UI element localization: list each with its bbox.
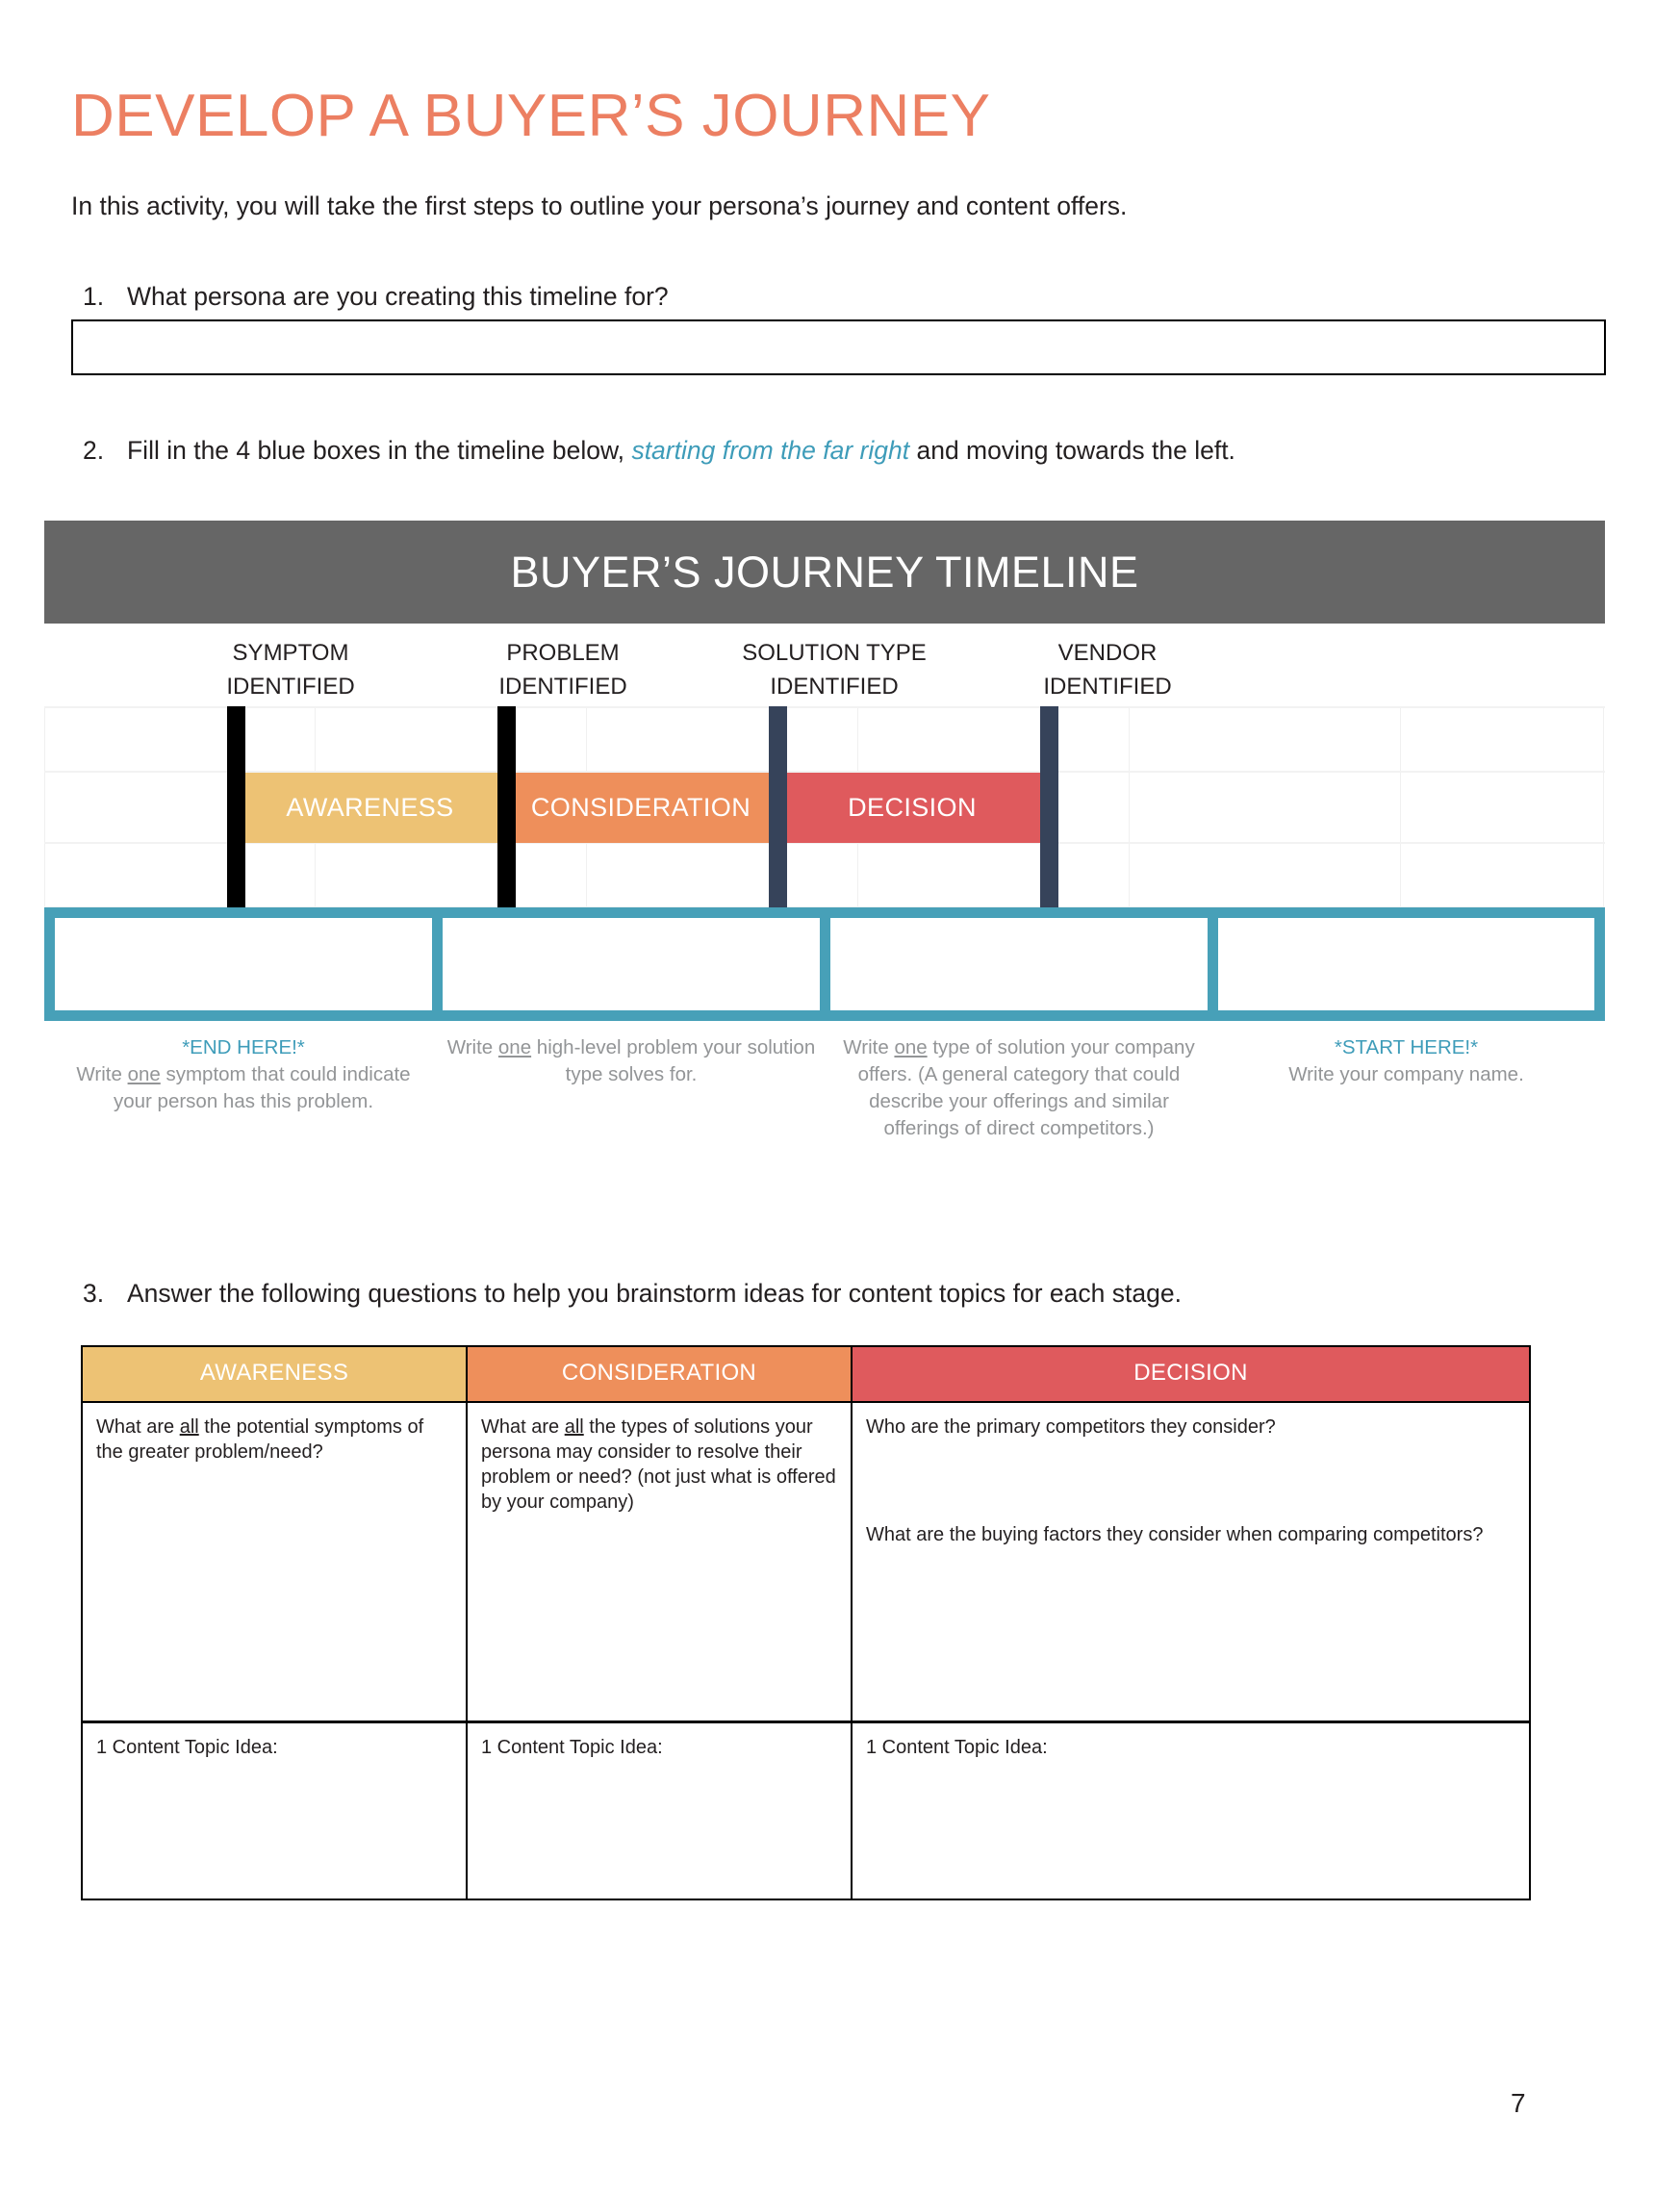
table-idea-row: 1 Content Topic Idea: 1 Content Topic Id… (83, 1720, 1529, 1899)
consideration-question-underline: all (564, 1416, 584, 1438)
table-cell-decision-question[interactable]: Who are the primary competitors they con… (853, 1403, 1529, 1720)
question-3-text: Answer the following questions to help y… (127, 1279, 1182, 1308)
caption-problem-b: high-level problem your solution type so… (531, 1036, 816, 1085)
table-cell-consideration-idea[interactable]: 1 Content Topic Idea: (468, 1723, 853, 1899)
milestone-label-solution-type: SOLUTION TYPE IDENTIFIED (742, 640, 927, 700)
question-2-number: 2. (83, 436, 105, 465)
caption-solution-a: Write (843, 1036, 895, 1058)
intro-text: In this activity, you will take the firs… (71, 191, 1128, 220)
timeline-plot-area: AWARENESS CONSIDERATION DECISION (44, 706, 1605, 908)
caption-vendor: *START HERE!* Write your company name. (1218, 1034, 1594, 1088)
question-3: 3. Answer the following questions to help… (83, 1278, 1182, 1309)
milestone-label-problem: PROBLEM IDENTIFIED (498, 640, 627, 700)
milestone-marker-vendor-stub (1040, 882, 1058, 907)
timeline-captions: *END HERE!* Write one symptom that could… (44, 1021, 1605, 1175)
timeline-input-vendor[interactable] (1218, 918, 1594, 1010)
question-2-emphasis: starting from the far right (631, 436, 910, 465)
gridline-vertical (44, 706, 45, 908)
gridline-horizontal (44, 771, 1605, 773)
timeline-milestone-labels: SYMPTOM IDENTIFIED PROBLEM IDENTIFIED SO… (44, 636, 1605, 706)
stage-bar-consideration: CONSIDERATION (505, 773, 776, 843)
caption-solution-type: Write one type of solution your company … (830, 1034, 1208, 1142)
caption-symptom-underline: one (127, 1063, 161, 1085)
table-header-awareness: AWARENESS (83, 1347, 468, 1401)
caption-solution-extra: (A general category that could describe … (869, 1063, 1181, 1139)
timeline-header-title: BUYER’S JOURNEY TIMELINE (510, 547, 1139, 597)
milestone-marker-solution-type (769, 706, 787, 908)
milestone-marker-symptom (227, 706, 245, 908)
consideration-idea-label: 1 Content Topic Idea: (481, 1737, 663, 1758)
awareness-question-b: the potential symptoms of the greater pr… (96, 1416, 424, 1463)
caption-symptom: *END HERE!* Write one symptom that could… (55, 1034, 432, 1115)
caption-symptom-b: symptom that could indicate your person … (113, 1063, 411, 1112)
question-1-text: What persona are you creating this timel… (127, 282, 669, 311)
brainstorm-table: AWARENESS CONSIDERATION DECISION What ar… (81, 1345, 1531, 1900)
decision-question-c: What are the buying factors they conside… (866, 1524, 1484, 1545)
caption-vendor-a: Write your company name. (1288, 1063, 1524, 1085)
milestone-label-symptom: SYMPTOM IDENTIFIED (226, 640, 355, 700)
stage-bar-decision: DECISION (776, 773, 1048, 843)
persona-answer-input[interactable] (71, 319, 1606, 375)
table-header-decision: DECISION (853, 1347, 1529, 1401)
caption-symptom-a: Write (76, 1063, 128, 1085)
timeline-input-symptom[interactable] (55, 918, 432, 1010)
page-number: 7 (1511, 2088, 1526, 2118)
question-2-text-before: Fill in the 4 blue boxes in the timeline… (127, 436, 625, 465)
page-title: DEVELOP A BUYER’S JOURNEY (71, 83, 991, 149)
caption-solution-b: type of solution your company offers. (857, 1036, 1195, 1085)
gridline-vertical (1400, 706, 1401, 908)
stage-bar-awareness: AWARENESS (235, 773, 505, 843)
caption-problem-a: Write (446, 1036, 498, 1058)
consideration-question-a: What are (481, 1416, 565, 1438)
table-cell-decision-idea[interactable]: 1 Content Topic Idea: (853, 1723, 1529, 1899)
question-1: 1. What persona are you creating this tim… (83, 281, 669, 312)
caption-problem-underline: one (497, 1036, 532, 1058)
gridline-vertical (1603, 706, 1604, 908)
question-2: 2. Fill in the 4 blue boxes in the timeli… (83, 435, 1235, 466)
awareness-question-a: What are (96, 1416, 180, 1438)
awareness-idea-label: 1 Content Topic Idea: (96, 1737, 278, 1758)
milestone-marker-problem-stub (497, 882, 516, 907)
gridline-horizontal (44, 842, 1605, 844)
decision-question-a: Who are the primary competitors they con… (866, 1416, 1276, 1438)
buyers-journey-timeline: BUYER’S JOURNEY TIMELINE SYMPTOM IDENTIF… (44, 521, 1605, 1175)
awareness-question-underline: all (179, 1416, 199, 1438)
caption-problem: Write one high-level problem your soluti… (443, 1034, 820, 1088)
timeline-input-solution-type[interactable] (830, 918, 1208, 1010)
table-cell-consideration-question[interactable]: What are all the types of solutions your… (468, 1403, 853, 1720)
gridline-vertical (1129, 706, 1130, 908)
timeline-header-bar: BUYER’S JOURNEY TIMELINE (44, 521, 1605, 624)
table-cell-awareness-idea[interactable]: 1 Content Topic Idea: (83, 1723, 468, 1899)
decision-question-spacer (866, 1440, 1515, 1522)
gridline-horizontal (44, 706, 1605, 708)
table-header-row: AWARENESS CONSIDERATION DECISION (83, 1347, 1529, 1401)
question-1-number: 1. (83, 282, 105, 311)
consideration-question-b: the types of solutions your persona may … (481, 1416, 836, 1513)
timeline-answer-box-row (44, 882, 1605, 1021)
milestone-marker-symptom-stub (227, 882, 245, 907)
milestone-label-vendor: VENDOR IDENTIFIED (1043, 640, 1172, 700)
decision-idea-label: 1 Content Topic Idea: (866, 1737, 1048, 1758)
milestone-marker-problem (497, 706, 516, 908)
caption-symptom-highlight: *END HERE!* (182, 1036, 305, 1058)
milestone-marker-solution-type-stub (769, 882, 787, 907)
question-3-number: 3. (83, 1279, 105, 1308)
question-2-text-after: and moving towards the left. (916, 436, 1235, 465)
table-cell-awareness-question[interactable]: What are all the potential symptoms of t… (83, 1403, 468, 1720)
caption-solution-underline: one (894, 1036, 928, 1058)
milestone-marker-vendor (1040, 706, 1058, 908)
table-header-consideration: CONSIDERATION (468, 1347, 853, 1401)
caption-vendor-highlight: *START HERE!* (1334, 1036, 1479, 1058)
timeline-input-problem[interactable] (443, 918, 820, 1010)
table-question-row: What are all the potential symptoms of t… (83, 1401, 1529, 1720)
